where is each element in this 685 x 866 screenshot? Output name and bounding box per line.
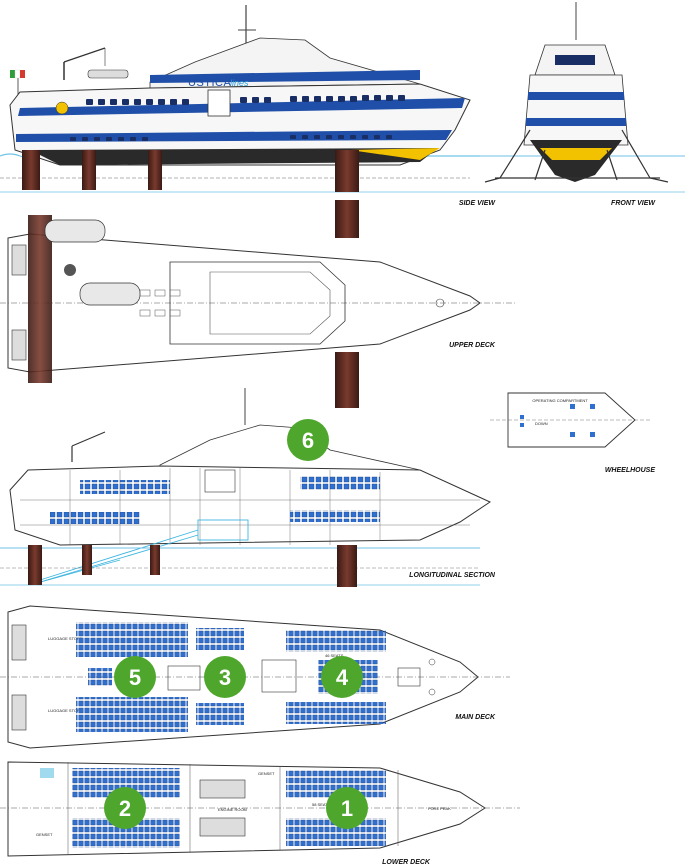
upper-engine-box-bottom (11, 329, 27, 361)
zone-badge-1-label: 1 (341, 796, 353, 821)
label-wheelhouse-down: DOWN (535, 421, 548, 426)
section-front-foil (337, 545, 357, 587)
upper-engine-box-top (11, 244, 27, 276)
label-wheelhouse: WHEELHOUSE (605, 467, 656, 474)
upper-skylights (139, 289, 181, 317)
main-seats-mid-top (196, 628, 244, 650)
front-hull (523, 74, 629, 146)
label-genset-fwd: GENSET (258, 771, 275, 776)
lower-engine-1 (199, 779, 246, 799)
main-seats-aft-top (76, 622, 188, 657)
side-hull-yellow-accent (350, 148, 440, 160)
front-foil-struts (484, 129, 669, 183)
brand-suffix: lines (230, 78, 249, 88)
section-rear-foil-1 (28, 545, 42, 585)
label-58-seats: 58 SEATS (312, 802, 331, 807)
zone-badge-2: 2 (104, 787, 146, 829)
section-seats-upper-aft (80, 480, 170, 494)
main-seats-aft-center (88, 668, 112, 686)
upper-tender-boat-2 (79, 282, 141, 306)
zone-badge-4: 4 (321, 656, 363, 698)
label-luggage-store-bottom: LUGGAGE STORE (48, 708, 83, 713)
lower-engine-2 (199, 817, 246, 837)
upper-superstructure-outline (169, 261, 346, 345)
label-side-view: SIDE VIEW (459, 200, 497, 207)
label-luggage-store-top: LUGGAGE STORE (48, 636, 83, 641)
zone-badge-6: 6 (287, 419, 329, 461)
label-front-view: FRONT VIEW (611, 200, 656, 207)
main-deck-plan: LUGGAGE STORE LUGGAGE STORE 46 SEATS 5 3… (0, 605, 510, 749)
zone-badge-6-label: 6 (302, 428, 314, 453)
main-seats-fwd-top (286, 630, 386, 652)
longitudinal-section: 6 LONGITUDINAL SECTION (0, 388, 496, 587)
main-service-area (261, 659, 297, 693)
front-yellow-accent (540, 148, 612, 160)
side-view: USTICA lines (0, 5, 496, 207)
label-longitudinal-section: LONGITUDINAL SECTION (409, 572, 496, 579)
side-rear-foil-right (148, 150, 162, 190)
side-front-foil (335, 150, 359, 192)
section-seats-upper-fwd (300, 476, 380, 490)
lower-bulkheads (67, 762, 399, 855)
zone-badge-3-label: 3 (219, 665, 231, 690)
front-bow (530, 140, 622, 182)
upper-rear-foil (28, 215, 52, 383)
zone-badge-5: 5 (114, 656, 156, 698)
side-windows (70, 95, 405, 141)
upper-tender-boat-1 (44, 219, 106, 243)
zone-badge-3: 3 (204, 656, 246, 698)
label-upper-deck: UPPER DECK (449, 342, 496, 349)
main-stair-hatch (167, 665, 201, 691)
side-door (207, 89, 231, 117)
side-rear-foil-left (22, 150, 40, 190)
main-seats-fwd-bottom (286, 702, 386, 724)
section-rear-foil-2 (82, 545, 92, 575)
label-engine-room: ENGINE ROOM (218, 807, 247, 812)
side-upper-stripe (150, 70, 420, 83)
label-genset-aft: GENSET (36, 832, 53, 837)
brand-name: USTICA (188, 77, 232, 89)
lower-deck-plan: 58 SEATS ENGINE ROOM GENSET GENSET FORE … (0, 761, 520, 866)
wheelhouse-seats (520, 404, 595, 437)
section-rear-foil-3 (150, 545, 160, 575)
company-logo-icon (55, 101, 69, 115)
label-lower-deck: LOWER DECK (382, 859, 431, 866)
zone-badge-2-label: 2 (119, 796, 131, 821)
upper-front-foil-top (335, 200, 359, 238)
label-fore-peak: FORE PEAK (428, 806, 451, 811)
upper-crane-base (64, 264, 76, 276)
section-seats-lower-aft (50, 512, 140, 524)
zone-badge-1: 1 (326, 787, 368, 829)
main-seats-mid-bottom (196, 703, 244, 725)
upper-deck-plan: UPPER DECK (0, 200, 515, 408)
main-fwd-hatch (397, 667, 421, 687)
main-aft-engine-top (11, 624, 27, 661)
front-windshield (555, 55, 595, 65)
section-seats-lower-fwd (290, 510, 380, 522)
zone-badge-5-label: 5 (129, 665, 141, 690)
zone-badge-4-label: 4 (336, 665, 349, 690)
side-rear-foil-center (82, 150, 96, 190)
section-door (204, 469, 236, 493)
upper-front-foil-bottom (335, 352, 359, 408)
side-crane (63, 47, 129, 80)
label-46-seats: 46 SEATS (325, 653, 344, 658)
lower-aft-tank (40, 768, 54, 778)
side-hull-stripe-1 (18, 98, 465, 116)
front-view: FRONT VIEW (480, 2, 685, 207)
label-main-deck: MAIN DECK (455, 714, 496, 721)
section-crane (71, 431, 106, 462)
upper-anchor-icon (435, 298, 445, 308)
label-operating-compartment: OPERATING COMPARTMENT (532, 398, 588, 403)
main-seats-aft-bottom (76, 697, 188, 732)
section-engine-drivetrain (29, 519, 249, 586)
main-aft-engine-bottom (11, 694, 27, 731)
wheelhouse-plan: OPERATING COMPARTMENT DOWN WHEELHOUSE (490, 392, 656, 474)
